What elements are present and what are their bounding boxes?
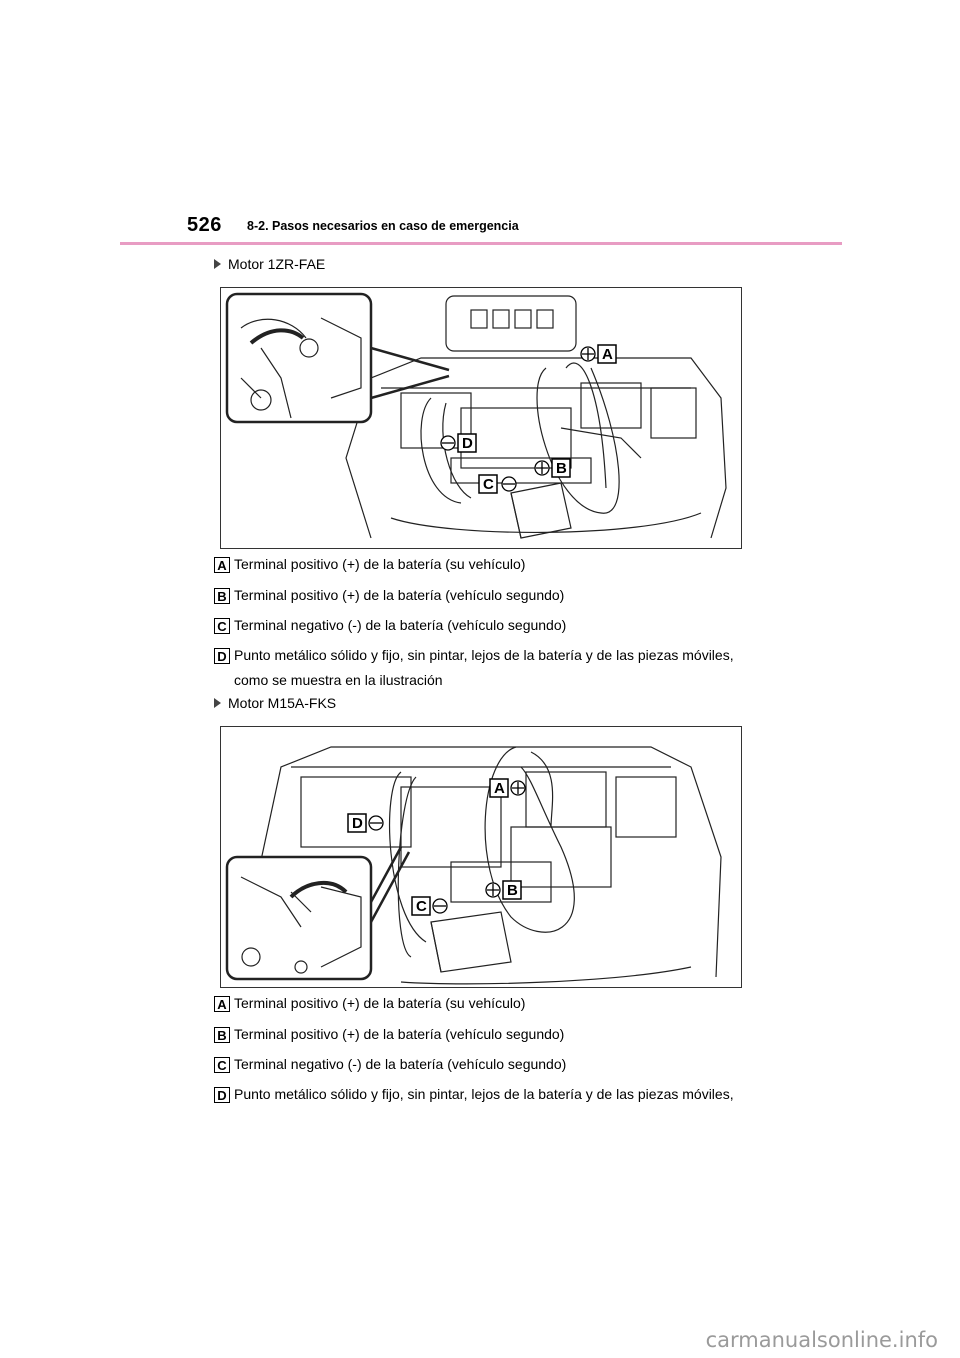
fig2-label-a: A <box>494 780 505 797</box>
page-number: 526 <box>187 214 222 236</box>
legend-text: Punto metálico sólido y fijo, sin pintar… <box>234 1086 734 1102</box>
legend-item-c: C Terminal negativo (-) de la batería (v… <box>214 617 567 635</box>
engine-illustration-1zr: A B C D <box>220 287 742 549</box>
legend-text: Terminal positivo (+) de la batería (su … <box>234 995 526 1011</box>
legend-letter: D <box>214 1087 230 1103</box>
fig2-label-c: C <box>416 898 427 915</box>
engine-heading-text: Motor 1ZR-FAE <box>228 256 326 272</box>
fig1-label-b: B <box>556 460 567 477</box>
section-title: 8-2. Pasos necesarios en caso de emergen… <box>247 219 519 233</box>
fig1-label-d: D <box>462 435 473 452</box>
fig2-label-b: B <box>507 882 518 899</box>
bullet-triangle-icon <box>214 259 221 269</box>
legend-text: Terminal negativo (-) de la batería (veh… <box>234 1056 567 1072</box>
legend-text: Terminal positivo (+) de la batería (su … <box>234 556 526 572</box>
legend-letter: D <box>214 648 230 664</box>
fig2-label-d: D <box>352 815 363 832</box>
legend-letter: A <box>214 996 230 1012</box>
fig1-label-a: A <box>602 346 613 363</box>
legend-letter: B <box>214 1027 230 1043</box>
legend-item-d: D Punto metálico sólido y fijo, sin pint… <box>214 647 754 693</box>
legend-letter: A <box>214 557 230 573</box>
header-divider <box>120 242 842 245</box>
legend-text: Terminal positivo (+) de la batería (veh… <box>234 1026 565 1042</box>
fig1-label-c: C <box>483 476 494 493</box>
legend-text: Punto metálico sólido y fijo, sin pintar… <box>234 647 734 688</box>
engine-heading-1zr: Motor 1ZR-FAE <box>214 256 325 272</box>
bullet-triangle-icon <box>214 698 221 708</box>
engine-drawing-m15a: A B C D <box>225 746 722 985</box>
legend-item-b: B Terminal positivo (+) de la batería (v… <box>214 587 565 605</box>
legend-letter: B <box>214 588 230 604</box>
legend-item-c: C Terminal negativo (-) de la batería (v… <box>214 1056 567 1074</box>
legend-item-b: B Terminal positivo (+) de la batería (v… <box>214 1026 565 1044</box>
legend-item-d: D Punto metálico sólido y fijo, sin pint… <box>214 1086 734 1104</box>
legend-text: Terminal positivo (+) de la batería (veh… <box>234 587 565 603</box>
legend-text: Terminal negativo (-) de la batería (veh… <box>234 617 567 633</box>
watermark: carmanualsonline.info <box>705 1328 938 1352</box>
engine-heading-text: Motor M15A-FKS <box>228 695 337 711</box>
engine-illustration-m15a: A B C D <box>220 726 742 988</box>
legend-item-a: A Terminal positivo (+) de la batería (s… <box>214 556 526 574</box>
legend-letter: C <box>214 1057 230 1073</box>
engine-heading-m15a: Motor M15A-FKS <box>214 695 336 711</box>
legend-letter: C <box>214 618 230 634</box>
legend-item-a: A Terminal positivo (+) de la batería (s… <box>214 995 526 1013</box>
engine-drawing-1zr: A B C D <box>225 292 727 539</box>
